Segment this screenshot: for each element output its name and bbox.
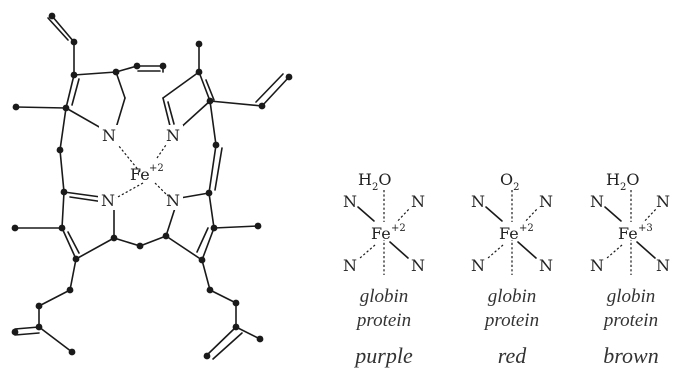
pyrrole-ring-top-left: [65, 71, 126, 133]
iron-charge: +2: [149, 163, 164, 174]
porphyrin-structure: N N N N Fe +2: [11, 12, 293, 360]
iron-coordination-bonds: [113, 139, 169, 173]
nitrogen-ligand-ur: N: [656, 192, 670, 211]
nitrogen-ligand-ll: N: [590, 256, 604, 275]
nitrogen-ligand-lr: N: [656, 256, 670, 275]
complex-brown: H2O N N N N Fe +3 globin protein brown: [590, 170, 670, 368]
meso-bridges: [59, 65, 223, 247]
nitrogen-label-bottom-right: N: [166, 191, 180, 210]
caption-protein: protein: [602, 310, 658, 331]
pyrrole-ring-bottom-right: [165, 192, 215, 261]
iron-center-label: Fe +2: [130, 163, 164, 184]
iron-label: Fe: [499, 224, 519, 243]
nitrogen-ligand-ul: N: [471, 192, 485, 211]
nitrogen-label-top-left: N: [102, 126, 116, 145]
caption-globin: globin: [607, 286, 656, 307]
nitrogen-ligand-lr: N: [539, 256, 553, 275]
iron-label: Fe: [371, 224, 391, 243]
caption-protein: protein: [355, 310, 411, 331]
iron-charge: +2: [519, 223, 534, 234]
nitrogen-ligand-ur: N: [539, 192, 553, 211]
nitrogen-ligand-ul: N: [343, 192, 357, 211]
pyrrole-ring-top-right: [162, 71, 215, 131]
atom-dots: [11, 12, 293, 360]
iron-charge: +3: [638, 223, 653, 234]
nitrogen-ligand-lr: N: [411, 256, 425, 275]
complex-red: O2 N N N N Fe +2 globin protein red: [471, 170, 553, 368]
nitrogen-ligand-ll: N: [471, 256, 485, 275]
axial-ligand-label: H2O: [358, 170, 391, 193]
axial-ligand-label: H2O: [606, 170, 639, 193]
caption-globin: globin: [488, 286, 537, 307]
color-name: purple: [353, 343, 413, 368]
nitrogen-label-bottom-left: N: [101, 191, 115, 210]
caption-globin: globin: [360, 286, 409, 307]
nitrogen-label-top-right: N: [166, 126, 180, 145]
iron-charge: +2: [391, 223, 406, 234]
color-name: brown: [603, 343, 658, 368]
axial-ligand-label: O2: [500, 170, 520, 193]
iron-label: Fe: [130, 165, 150, 184]
nitrogen-ligand-ur: N: [411, 192, 425, 211]
caption-protein: protein: [483, 310, 539, 331]
nitrogen-ligand-ul: N: [590, 192, 604, 211]
complex-purple: H2O N N N N Fe +2 globin protein purple: [343, 170, 425, 368]
color-name: red: [498, 343, 528, 368]
iron-label: Fe: [618, 224, 638, 243]
substituents: [14, 15, 290, 360]
nitrogen-ligand-ll: N: [343, 256, 357, 275]
